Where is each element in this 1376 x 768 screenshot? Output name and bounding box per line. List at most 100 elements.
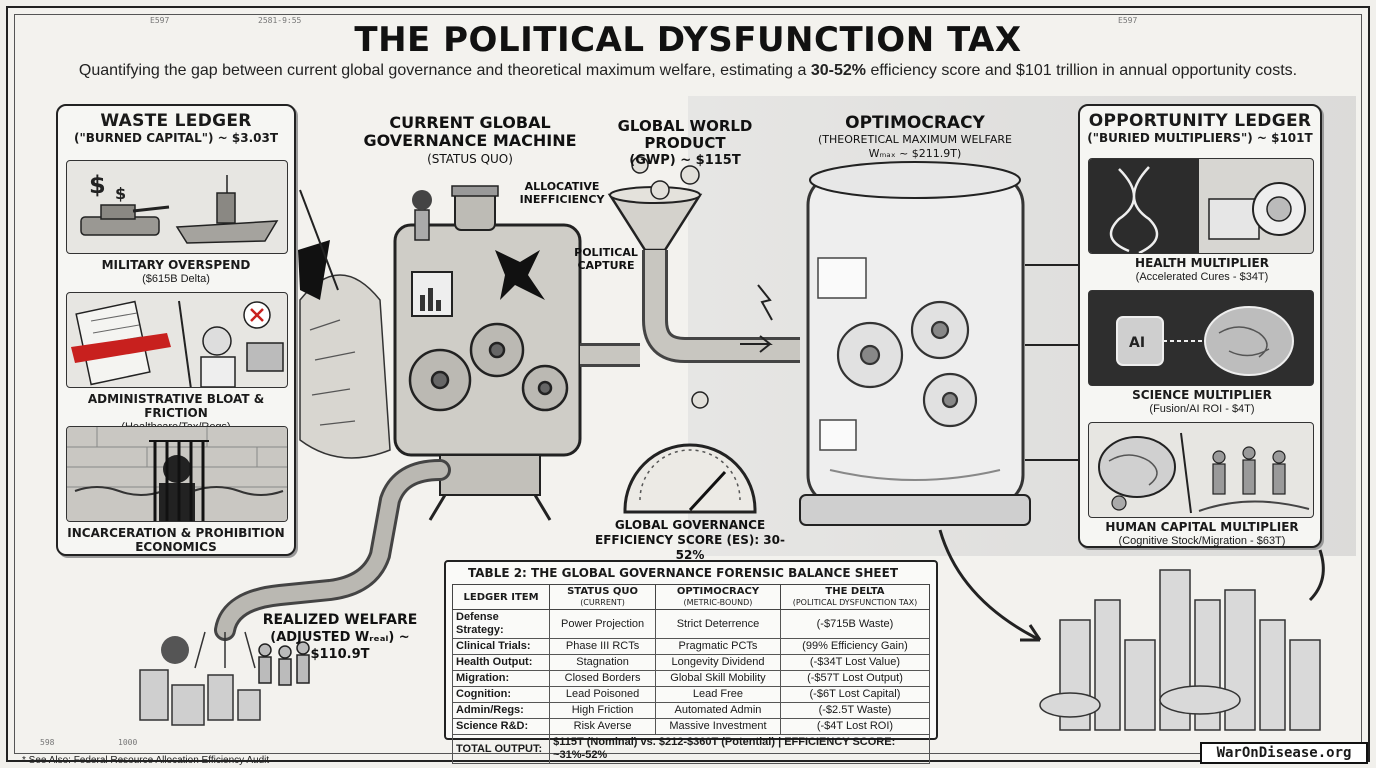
table-cell: Admin/Regs: [451, 702, 551, 719]
science-illustration: AI [1116, 306, 1294, 376]
ai-chip-icon: AI [1116, 316, 1164, 366]
table-cell: Automated Admin [655, 702, 781, 719]
health-caption: HEALTH MULTIPLIER (Accelerated Cures - $… [1080, 256, 1324, 284]
prison-bars-icon [149, 440, 209, 521]
svg-text:AI: AI [1129, 335, 1145, 351]
realized-title: REALIZED WELFARE [262, 612, 418, 628]
table-cell: Power Projection [549, 609, 657, 639]
connector-line [1025, 264, 1085, 461]
gear-icon [1111, 495, 1127, 511]
waste-ledger-subtitle: ("BURNED CAPITAL") ~ $3.03T [73, 131, 279, 145]
table-cell: Health Output: [451, 654, 551, 671]
machine-base-icon [439, 454, 541, 496]
site-badge[interactable]: WarOnDisease.org [1200, 742, 1368, 764]
error-icon [243, 301, 271, 329]
gwp-title: GLOBAL WORLD PRODUCT [617, 117, 753, 152]
brain-icon [1098, 436, 1176, 498]
dollar-icon: $ [115, 184, 126, 203]
table-header-cell: LEDGER ITEM [451, 584, 551, 610]
crack-icon [298, 240, 330, 300]
table-cell: Stagnation [549, 654, 657, 671]
opportunity-ledger-title: OPPORTUNITY LEDGER [1088, 111, 1312, 131]
footnote: * See Also: Federal Resource Allocation … [22, 755, 270, 766]
tile-detail: ECONOMICS [135, 540, 217, 554]
tile-label: SCIENCE MULTIPLIER [1132, 388, 1272, 402]
future-city-icon [1039, 569, 1321, 731]
table-cell: (-$34T Lost Value) [779, 654, 931, 671]
allocative-inefficiency-label: ALLOCATIVE INEFFICIENCY [512, 180, 612, 206]
table-cell: Phase III RCTs [549, 638, 657, 655]
water-flow-icon [194, 631, 256, 669]
administrative-tile [66, 292, 288, 388]
table-header-cell: STATUS QUO(CURRENT) [549, 584, 657, 610]
table-cell: Defense Strategy: [451, 609, 551, 639]
table-cell: Migration: [451, 670, 551, 687]
opportunity-ledger-panel: OPPORTUNITY LEDGER ("BURIED MULTIPLIERS"… [1078, 104, 1322, 548]
chimney-icon [414, 209, 430, 241]
table-title: TABLE 2: THE GLOBAL GOVERNANCE FORENSIC … [468, 566, 899, 580]
table-total-row: TOTAL OUTPUT:$115T (Nominal) vs. $212-$3… [451, 734, 930, 764]
tile-detail: ($615B Delta) [142, 273, 210, 285]
efficiency-gauge-label: GLOBAL GOVERNANCE EFFICIENCY SCORE (ES):… [590, 518, 790, 563]
connector-line [299, 189, 339, 291]
table-cell: Science R&D: [451, 718, 551, 735]
subtitle-highlight: 30-52% [810, 62, 867, 79]
machine-crack-icon [495, 250, 545, 300]
military-illustration: $ $ [80, 171, 279, 244]
city-arrow-icon [938, 529, 1041, 642]
table-cell: (-$4T Lost ROI) [779, 718, 931, 735]
realized-value: (ADJUSTED Wᵣₑₐₗ) ~ $110.9T [270, 630, 410, 662]
incarceration-tile [66, 426, 288, 522]
table-cell: Pragmatic PCTs [655, 638, 781, 655]
tile-detail: (Fusion/AI ROI - $4T) [1149, 403, 1255, 415]
admin-illustration [71, 300, 284, 387]
gauge-value: EFFICIENCY SCORE (ES): 30-52% [595, 533, 785, 562]
prison-illustration [67, 427, 287, 521]
table-cell: (-$57T Lost Output) [779, 670, 931, 687]
smoke-icon [412, 190, 432, 210]
total-value: $115T (Nominal) vs. $212-$360T (Potentia… [549, 734, 930, 764]
optimocracy-line: (THEORETICAL MAXIMUM WELFARE [818, 133, 1012, 146]
optimocracy-title: OPTIMOCRACY [845, 113, 985, 133]
table-cell: Massive Investment [655, 718, 781, 735]
table-cell: (-$2.5T Waste) [779, 702, 931, 719]
gear-icon [408, 322, 569, 412]
human-capital-caption: HUMAN CAPITAL MULTIPLIER (Cognitive Stoc… [1080, 520, 1324, 548]
machine-title-line: GOVERNANCE MACHINE [363, 131, 577, 150]
machine-subtitle: (STATUS QUO) [427, 152, 513, 166]
table-cell: Longevity Dividend [655, 654, 781, 671]
dna-helix-icon [1109, 166, 1159, 253]
mri-scanner-icon [1208, 182, 1306, 240]
human-capital-tile [1088, 422, 1314, 518]
gauge-title: GLOBAL GOVERNANCE [614, 518, 766, 532]
table-cell: Lead Poisoned [549, 686, 657, 703]
table-cell: Risk Averse [549, 718, 657, 735]
incarceration-caption: INCARCERATION & PROHIBITION ECONOMICS [58, 526, 294, 554]
table-header-cell: THE DELTA(POLITICAL DYSFUNCTION TAX) [779, 584, 931, 610]
total-label: TOTAL OUTPUT: [451, 734, 551, 764]
input-pipe-icon [642, 250, 800, 363]
tile-detail: (Accelerated Cures - $34T) [1135, 271, 1269, 283]
tile-label: HEALTH MULTIPLIER [1135, 256, 1269, 270]
optimocracy-label: OPTIMOCRACY (THEORETICAL MAXIMUM WELFARE… [800, 114, 1030, 161]
migrating-people-icon [1212, 446, 1286, 495]
red-tape-icon [71, 333, 171, 363]
table-cell: High Friction [549, 702, 657, 719]
human-capital-illustration [1098, 432, 1310, 514]
political-capture-label: POLITICAL CAPTURE [566, 246, 646, 272]
annotation-line: POLITICAL [574, 246, 638, 259]
table-cell: (99% Efficiency Gain) [779, 638, 931, 655]
machine-title-line: CURRENT GLOBAL [389, 113, 551, 132]
tile-label: ADMINISTRATIVE BLOAT & FRICTION [87, 392, 265, 420]
coin-icon [631, 156, 709, 409]
table-cell: (-$715B Waste) [779, 609, 931, 639]
science-tile: AI [1088, 290, 1314, 386]
gwp-value: (GWP) ~ $115T [629, 153, 741, 168]
